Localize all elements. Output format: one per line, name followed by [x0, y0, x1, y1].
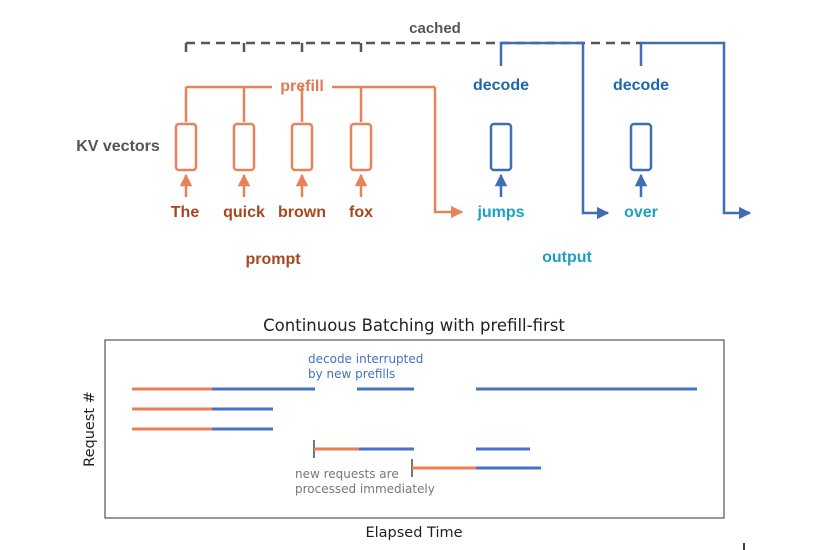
cached-label: cached: [409, 20, 461, 37]
prefill-label: prefill: [280, 78, 324, 95]
kv-box-over: [629, 122, 653, 172]
decode-label-2: decode: [613, 77, 669, 94]
token-brown: brown: [278, 204, 326, 221]
decode-label-1: decode: [473, 77, 529, 94]
token-jumps: jumps: [476, 204, 524, 221]
kv-box-jumps: [489, 122, 513, 172]
cached-bracket: [184, 41, 640, 58]
prompt-label: prompt: [245, 251, 301, 268]
annotation-line: processed immediately: [295, 482, 435, 496]
annotation-line: new requests are: [295, 467, 399, 481]
output-label: output: [542, 249, 592, 266]
batching-chart: Continuous Batching with prefill-first: [82, 316, 725, 541]
annotation-line: by new prefills: [308, 367, 395, 381]
annotation-new-requests: new requests are processed immediately: [295, 467, 435, 496]
kv-vectors-label: KV vectors: [76, 138, 160, 155]
decode-arrow-1: [499, 41, 610, 220]
token-over: over: [624, 204, 658, 221]
annotation-line: decode interrupted: [308, 352, 423, 366]
request-row-5: [411, 459, 541, 477]
chart-title: Continuous Batching with prefill-first: [263, 316, 565, 335]
kv-cache-diagram: cached prefill KV vectors The: [76, 20, 752, 268]
kv-box-the: [174, 122, 198, 172]
kv-vectors-prompt: [174, 122, 373, 172]
prompt-input-arrows: [179, 173, 368, 197]
prefill-bracket: [184, 85, 464, 219]
kv-box-brown: [290, 122, 314, 172]
token-the: The: [171, 204, 200, 221]
token-quick: quick: [223, 204, 265, 221]
y-axis-label: Request #: [82, 391, 98, 467]
request-row-4: [313, 440, 530, 458]
token-fox: fox: [349, 204, 373, 221]
annotation-decode-interrupted: decode interrupted by new prefills: [308, 352, 427, 381]
kv-box-quick: [232, 122, 256, 172]
kv-box-fox: [349, 122, 373, 172]
decode-arrow-2: [639, 41, 752, 220]
x-axis-label: Elapsed Time: [365, 525, 462, 541]
